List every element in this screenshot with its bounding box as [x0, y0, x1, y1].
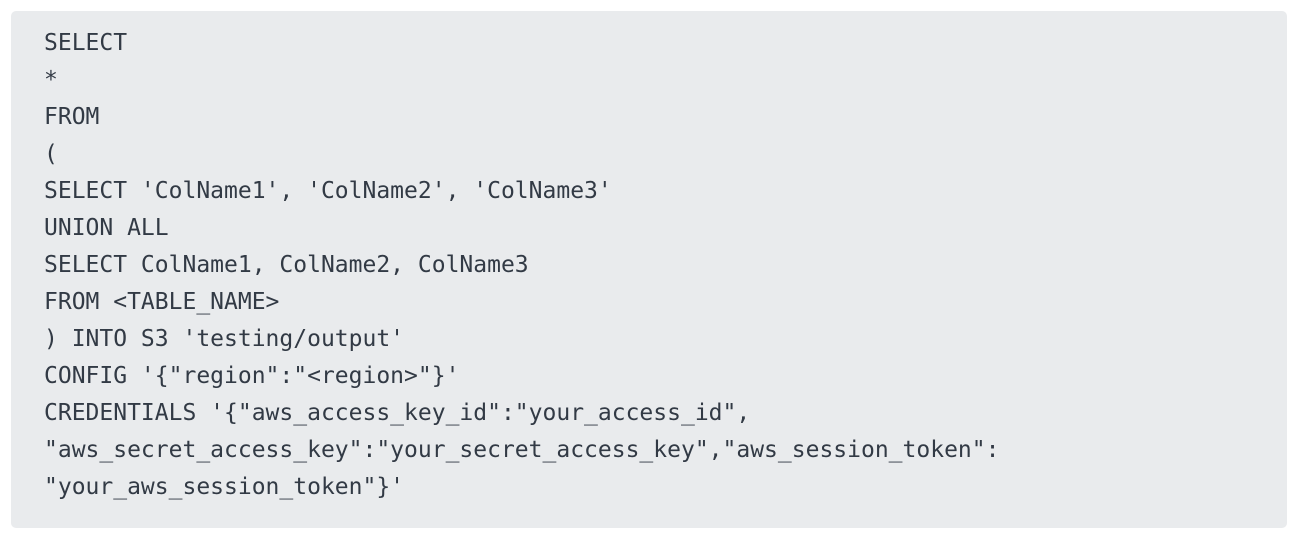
code-line: ( — [44, 141, 58, 167]
code-line: FROM — [44, 104, 100, 130]
sql-code-content[interactable]: SELECT * FROM ( SELECT 'ColName1', 'ColName2… — [11, 25, 1287, 506]
code-line: * — [44, 67, 58, 93]
code-line: UNION ALL — [44, 215, 169, 241]
code-line: SELECT 'ColName1', 'ColName2', 'ColName3… — [44, 178, 612, 204]
code-line: ) INTO S3 'testing/output' — [44, 326, 405, 352]
code-line: "aws_secret_access_key":"your_secret_acc… — [44, 437, 1000, 463]
sql-code-block[interactable]: SELECT * FROM ( SELECT 'ColName1', 'ColName2… — [11, 11, 1287, 528]
code-line: FROM <TABLE_NAME> — [44, 289, 280, 315]
code-line: CREDENTIALS '{"aws_access_key_id":"your_… — [44, 400, 751, 426]
code-line: SELECT ColName1, ColName2, ColName3 — [44, 252, 529, 278]
code-line: "your_aws_session_token"}' — [44, 474, 405, 500]
code-line: SELECT — [44, 30, 128, 56]
code-line: CONFIG '{"region":"<region>"}' — [44, 363, 460, 389]
